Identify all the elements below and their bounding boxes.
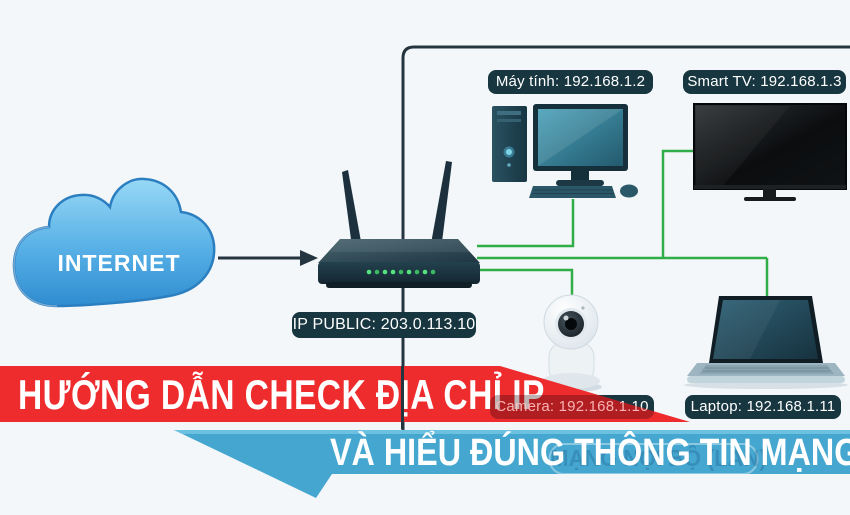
smart-tv-device: [693, 103, 847, 201]
wan-wire: [401, 45, 850, 430]
pc-tower: [492, 106, 527, 182]
router-antenna-right: [430, 161, 452, 250]
lan-watermark: MẠNG NỘI BỘ (LAN): [548, 443, 766, 475]
router-leds: [366, 269, 436, 275]
internet-cloud-icon: [12, 177, 216, 308]
wan-wire-over-banner: [401, 366, 404, 429]
title-banner-red: HƯỚNG DẪN CHECK ĐỊA CHỈ IP Camera: 192.1…: [0, 366, 690, 422]
desktop-computer: [492, 104, 638, 198]
internet-arrow: [218, 250, 318, 266]
internet-label: INTERNET: [57, 250, 181, 276]
banner-blue-highlight: [174, 430, 850, 434]
router-antenna-left: [342, 170, 362, 247]
label-laptop: Laptop: 192.168.1.11: [685, 395, 841, 419]
wire-tv: [661, 149, 694, 258]
router: [318, 161, 480, 288]
pc-keyboard: [529, 186, 616, 198]
label-smart-tv: Smart TV: 192.168.1.3: [683, 70, 846, 94]
ip-camera-device: [540, 294, 602, 392]
laptop-device: [684, 296, 848, 389]
label-camera-ghost: Camera: 192.168.1.10: [490, 395, 654, 419]
pc-mouse: [620, 184, 638, 198]
label-ip-public: IP PUBLIC: 203.0.113.10: [292, 312, 476, 338]
label-may-tinh: Máy tính: 192.168.1.2: [488, 70, 653, 94]
title-line2: VÀ HIỂU ĐÚNG THÔNG TIN MẠNG: [330, 432, 850, 474]
wire-pc: [477, 199, 575, 248]
title-line1: HƯỚNG DẪN CHECK ĐỊA CHỈ IP: [18, 371, 545, 418]
